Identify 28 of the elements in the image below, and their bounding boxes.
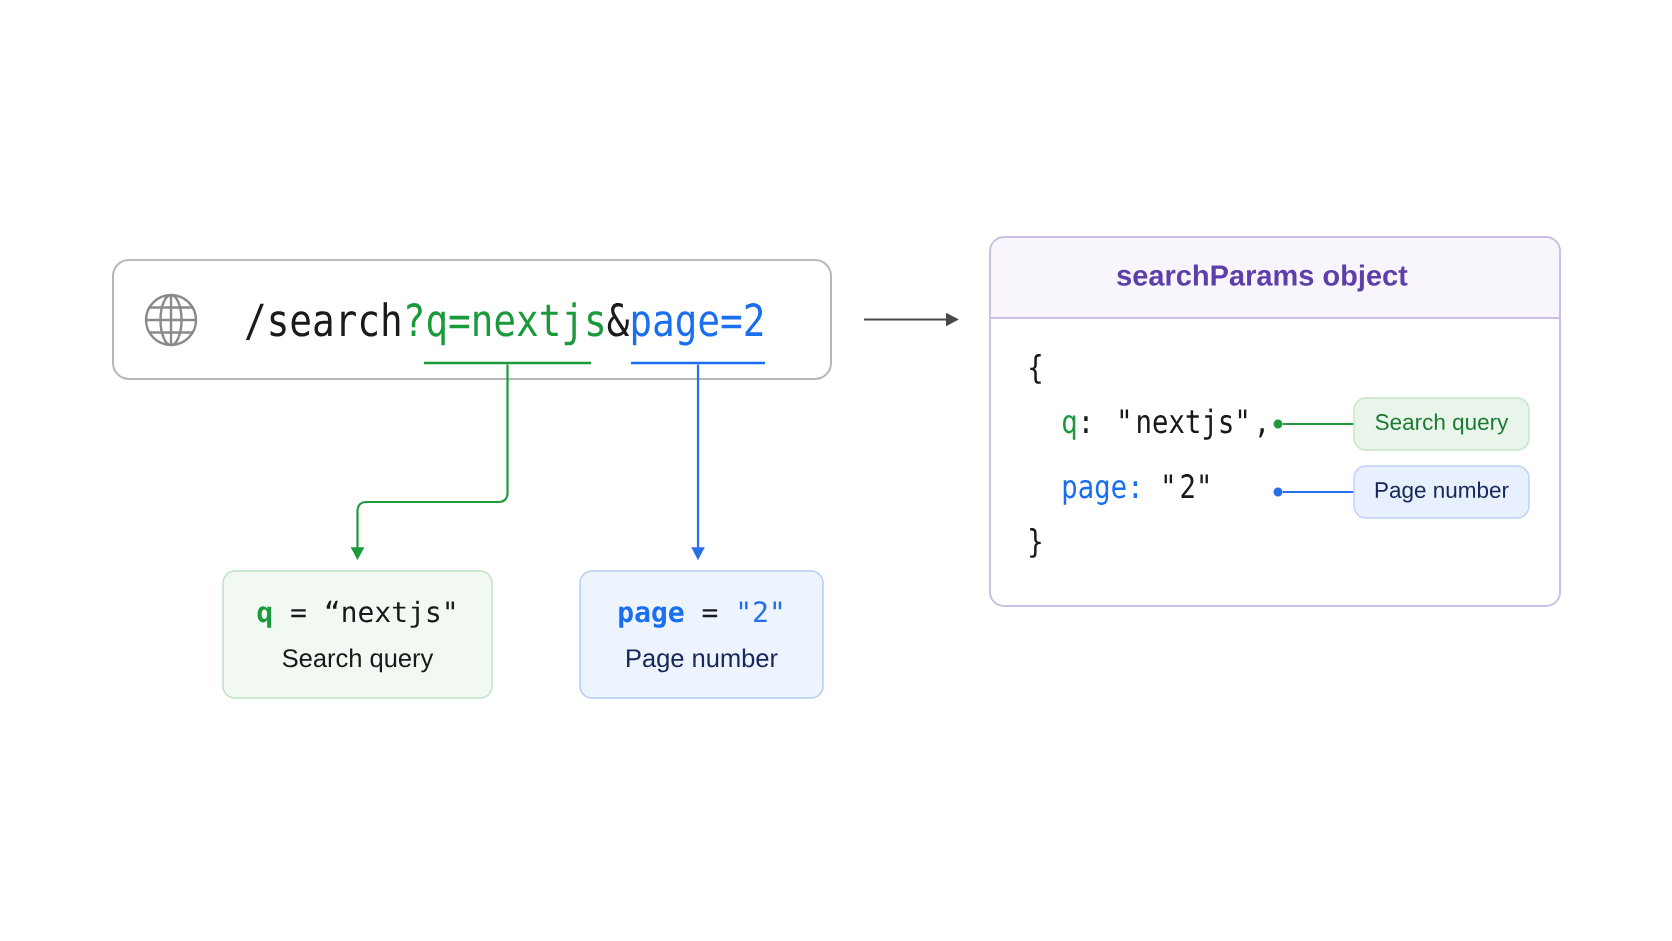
query-parameter: ?q=nextjs <box>407 302 603 346</box>
brace: } <box>1030 528 1041 558</box>
value-card <box>579 570 824 699</box>
parameter-caption: Page number <box>627 648 778 673</box>
url-path: /search <box>245 302 400 341</box>
brace: { <box>1030 354 1041 384</box>
parameter-value: = “nextjs" <box>291 600 454 628</box>
connector-line <box>1282 490 1354 494</box>
parameter-name: page <box>619 606 684 628</box>
value-card <box>222 570 493 699</box>
pill-label: Search query <box>1353 397 1530 451</box>
separator-sign: & <box>607 303 630 337</box>
underline <box>424 361 591 365</box>
underline <box>631 361 765 365</box>
object-value: "2" <box>1164 474 1208 498</box>
query-parameter: page=2 <box>632 303 763 346</box>
parameter-name: q <box>257 606 272 628</box>
parameter-caption: Search query <box>282 648 434 673</box>
object-key: page: <box>1063 479 1137 505</box>
equals-sign: = <box>702 609 718 618</box>
object-panel <box>989 236 1561 607</box>
address-bar <box>112 259 832 380</box>
parameter-value: "2" <box>739 601 782 622</box>
object-value: : "nextjs", <box>1084 408 1264 440</box>
pill-label: Page number <box>1353 465 1530 519</box>
object-key: q <box>1063 415 1076 440</box>
panel-title: searchParams object <box>1117 264 1408 292</box>
connector-line <box>1282 422 1354 426</box>
